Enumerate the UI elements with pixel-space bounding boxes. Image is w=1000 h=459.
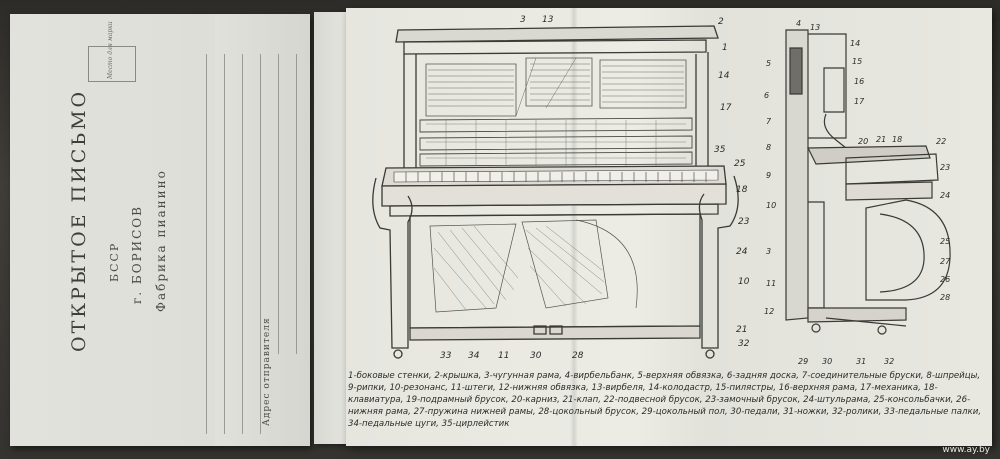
side-label: 6 <box>764 91 769 100</box>
postcard-address-panel: Место для марки ОТКРЫТОЕ ПИСЬМО БССР г. … <box>10 14 310 446</box>
stamp-label: Место для марки <box>107 21 114 79</box>
front-label: 30 <box>530 351 542 361</box>
side-label: 9 <box>766 171 771 180</box>
front-label-group: 1 2 3 13 14 17 35 25 18 23 24 10 21 32 3… <box>440 15 750 361</box>
address-line <box>242 54 243 434</box>
side-view-piano <box>785 29 951 335</box>
postcard-city: г. БОРИСОВ <box>130 205 144 304</box>
side-label: 29 <box>798 357 808 366</box>
postcard-fold-panel <box>314 12 348 444</box>
side-label: 20 <box>858 137 868 146</box>
address-line <box>224 54 225 434</box>
side-label: 13 <box>810 23 820 32</box>
front-label: 21 <box>736 325 747 335</box>
side-label-group: 4 13 14 5 6 15 16 17 7 8 20 21 18 22 9 2… <box>764 19 951 366</box>
front-label: 28 <box>572 351 584 361</box>
side-label: 28 <box>940 293 950 302</box>
side-label: 3 <box>766 247 771 256</box>
side-label: 14 <box>850 39 860 48</box>
side-label: 11 <box>766 279 776 288</box>
side-label: 22 <box>936 137 946 146</box>
front-label: 25 <box>734 159 746 169</box>
front-label: 35 <box>714 145 726 155</box>
piano-diagram: 1 2 3 13 14 17 35 25 18 23 24 10 21 32 3… <box>372 15 951 366</box>
side-label: 10 <box>766 201 776 210</box>
parts-legend: 1-боковые стенки, 2-крышка, 3-чугунная р… <box>348 371 982 429</box>
postcard-title: ОТКРЫТОЕ ПИСЬМО <box>68 88 90 352</box>
side-label: 8 <box>766 143 771 152</box>
front-label: 11 <box>498 351 509 361</box>
postcard-inner-face <box>10 14 215 446</box>
side-label: 15 <box>852 57 862 66</box>
side-label: 30 <box>822 357 832 366</box>
side-label: 18 <box>892 135 902 144</box>
postcard-country: БССР <box>108 241 121 282</box>
sender-address-label: Адрес отправителя <box>262 317 272 426</box>
side-label: 31 <box>856 357 866 366</box>
side-label: 32 <box>884 357 894 366</box>
front-label: 32 <box>738 339 750 349</box>
side-label: 21 <box>876 135 886 144</box>
front-view-piano <box>372 25 739 359</box>
front-label: 24 <box>736 247 748 257</box>
sheet-fold <box>570 8 578 446</box>
side-label: 23 <box>940 163 950 172</box>
stamp-box: Место для марки <box>88 21 136 82</box>
side-label: 24 <box>940 191 950 200</box>
side-label: 12 <box>764 307 774 316</box>
front-label: 10 <box>738 277 750 287</box>
front-label: 2 <box>718 17 724 27</box>
front-label: 34 <box>468 351 480 361</box>
front-label: 3 <box>520 15 526 25</box>
address-line <box>278 54 279 354</box>
address-line <box>206 54 207 434</box>
side-label: 17 <box>854 97 865 106</box>
side-label: 25 <box>940 237 950 246</box>
postcard-factory: Фабрика пианино <box>154 169 168 312</box>
side-label: 26 <box>940 275 950 284</box>
address-line <box>260 54 261 434</box>
front-label: 1 <box>722 43 728 53</box>
piano-diagram-sheet: 1 2 3 13 14 17 35 25 18 23 24 10 21 32 3… <box>346 8 992 446</box>
watermark: www.ay.by <box>942 445 990 455</box>
front-label: 14 <box>718 71 730 81</box>
front-label: 18 <box>736 185 748 195</box>
side-label: 7 <box>766 117 772 126</box>
side-label: 4 <box>796 19 801 28</box>
front-label: 17 <box>720 103 732 113</box>
front-label: 13 <box>542 15 554 25</box>
front-label: 33 <box>440 351 452 361</box>
side-label: 27 <box>940 257 951 266</box>
side-label: 5 <box>766 59 771 68</box>
front-label: 23 <box>738 217 750 227</box>
address-line <box>296 54 297 354</box>
side-label: 16 <box>854 77 864 86</box>
